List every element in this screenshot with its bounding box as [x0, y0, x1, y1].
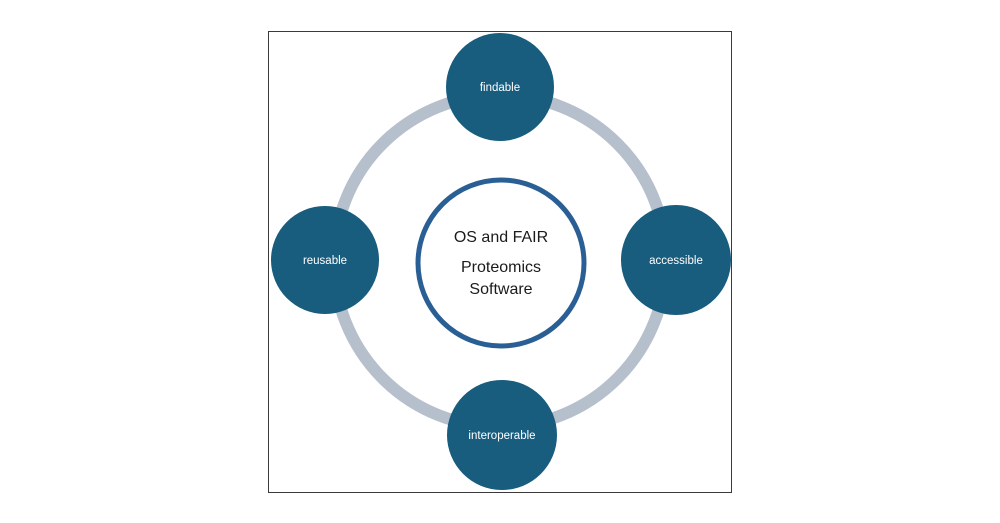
node-interoperable-label: interoperable [468, 430, 535, 442]
node-interoperable: interoperable [447, 380, 557, 490]
center-hub: OS and FAIR Proteomics Software [415, 177, 587, 349]
node-findable-label: findable [480, 82, 520, 94]
node-interoperable-circle [447, 380, 557, 490]
node-findable: findable [446, 33, 554, 141]
center-line-2: Proteomics [461, 259, 541, 276]
node-accessible-circle [621, 205, 731, 315]
node-reusable-label: reusable [303, 255, 347, 267]
node-accessible-label: accessible [649, 255, 703, 267]
center-line-1: OS and FAIR [454, 229, 548, 246]
center-line-3: Software [469, 281, 532, 298]
node-reusable-circle [271, 206, 379, 314]
fair-cycle-diagram: OS and FAIR Proteomics Software findable… [271, 33, 731, 490]
node-accessible: accessible [621, 205, 731, 315]
node-findable-circle [446, 33, 554, 141]
node-reusable: reusable [271, 206, 379, 314]
center-circle [415, 177, 587, 349]
